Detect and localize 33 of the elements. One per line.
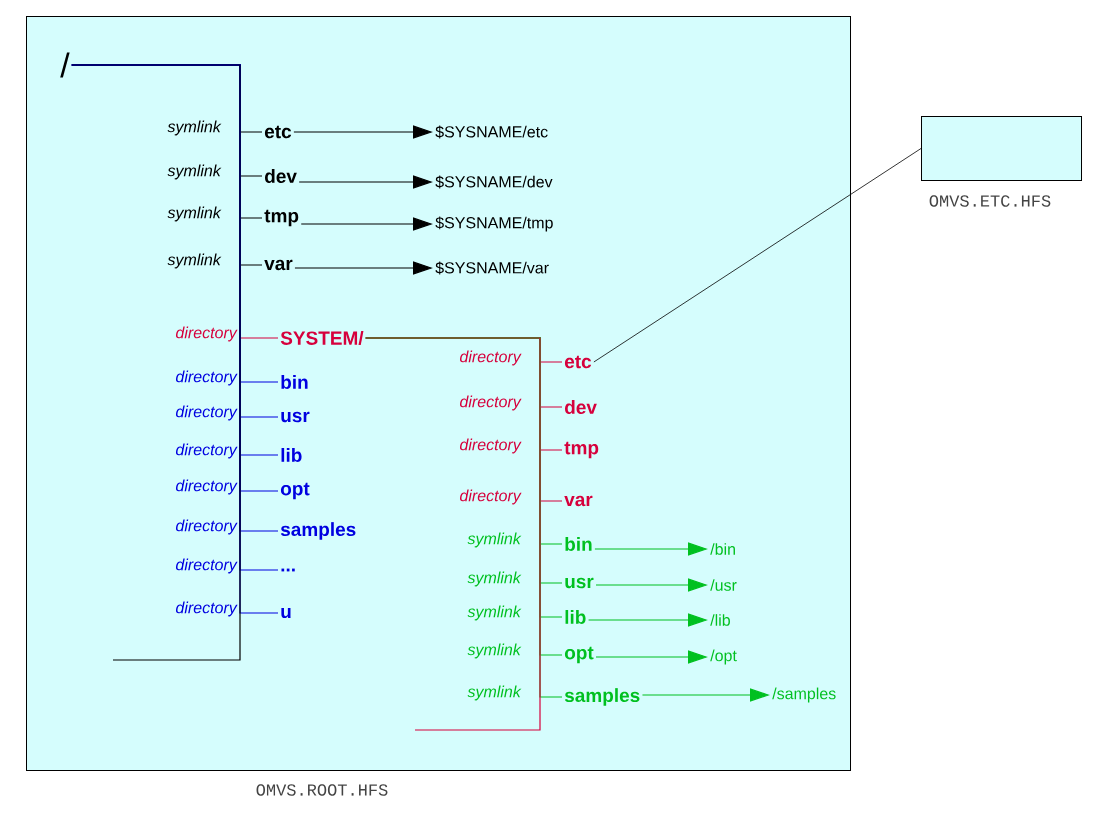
- link-target: /samples: [772, 687, 836, 703]
- type-label: directory: [176, 558, 238, 574]
- link-target: $SYSNAME/etc: [435, 125, 548, 139]
- link-target: /lib: [710, 614, 730, 626]
- directory-name: usr: [281, 411, 310, 423]
- link-target: $SYSNAME/tmp: [435, 216, 553, 232]
- directory-name: etc: [564, 355, 592, 369]
- file-system-label: OMVS.ROOT.HFS: [256, 784, 388, 796]
- directory-name: usr: [565, 577, 594, 589]
- link-target: $SYSNAME/dev: [435, 175, 553, 189]
- directory-name: u: [281, 607, 291, 619]
- directory-name: samples: [280, 522, 356, 540]
- directory-name: samples: [564, 688, 640, 706]
- directory-name: SYSTEM/: [280, 330, 364, 346]
- file-system-label: OMVS.ETC.HFS: [929, 195, 1051, 207]
- directory-name: ...: [281, 568, 295, 572]
- directory-name: bin: [565, 537, 592, 551]
- link-target: /usr: [710, 579, 737, 591]
- root-slash: /: [60, 52, 70, 78]
- directory-name: opt: [564, 646, 594, 664]
- directory-name: bin: [281, 375, 308, 389]
- directory-name: var: [564, 495, 593, 507]
- link-target: $SYSNAME/var: [435, 261, 549, 275]
- leader-line: [593, 148, 922, 363]
- link-target: /opt: [710, 649, 737, 665]
- directory-name: lib: [565, 610, 586, 624]
- type-label: directory: [176, 601, 238, 617]
- directory-name: dev: [565, 400, 597, 414]
- directory-name: tmp: [564, 441, 599, 459]
- directory-name: opt: [280, 482, 310, 500]
- type-label: symlink: [467, 685, 522, 701]
- link-target: /bin: [710, 543, 735, 555]
- directory-name: lib: [281, 448, 302, 462]
